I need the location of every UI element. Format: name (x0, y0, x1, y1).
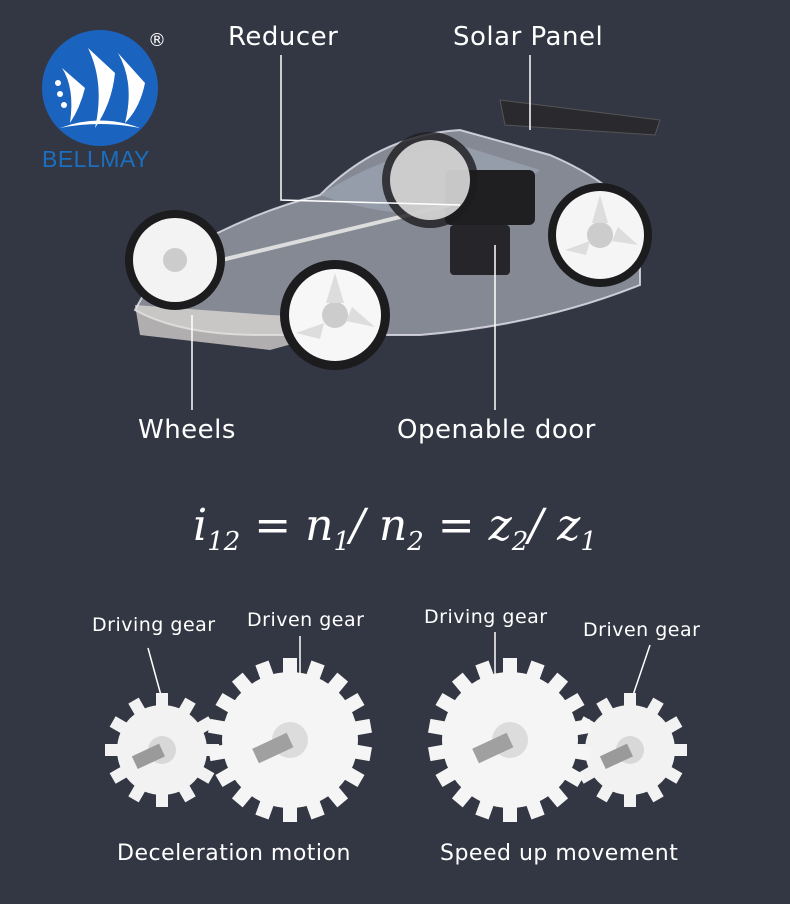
right-driving-gear (428, 658, 592, 822)
front-left-wheel (280, 260, 390, 370)
sail-logo-icon (42, 30, 158, 146)
left-driven-gear (208, 658, 372, 822)
rear-left-wheel (125, 210, 225, 310)
left-driven-gear-label: Driven gear (247, 609, 365, 631)
right-caption: Speed up movement (440, 841, 679, 866)
left-driving-gear (105, 693, 219, 807)
gear-ratio-formula: i12 = n1/ n2 = z2/ z1 (193, 500, 597, 557)
right-driven-gear-label: Driven gear (583, 619, 701, 641)
left-driving-gear-label: Driving gear (92, 614, 216, 636)
front-right-wheel (548, 183, 652, 287)
left-caption: Deceleration motion (117, 841, 351, 866)
solar-panel-shape (499, 99, 661, 136)
brand-name: BELLMAY (42, 146, 150, 172)
label-reducer: Reducer (228, 22, 339, 52)
label-wheels: Wheels (138, 415, 236, 445)
label-openable-door: Openable door (397, 415, 596, 445)
car-illustration (125, 99, 661, 370)
right-driving-gear-label: Driving gear (424, 606, 548, 628)
label-solar-panel: Solar Panel (453, 22, 604, 52)
registered-mark: ® (148, 30, 166, 51)
